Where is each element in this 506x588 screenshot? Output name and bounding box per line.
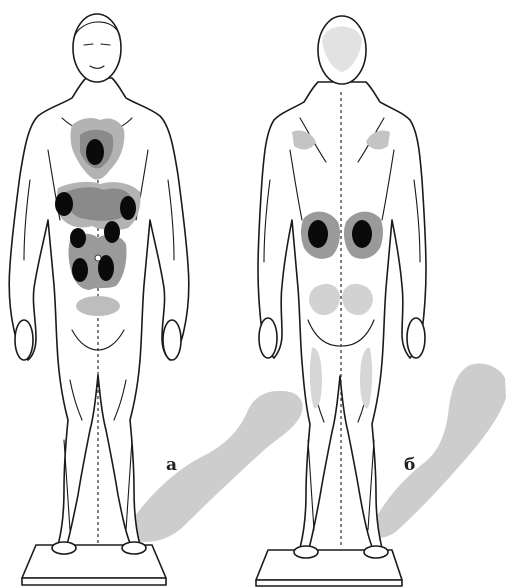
front-left-hand xyxy=(15,320,33,360)
front-navel xyxy=(95,255,101,261)
front-intestine-spot-ur xyxy=(104,221,120,243)
front-left-foot xyxy=(52,542,76,554)
front-head xyxy=(73,14,121,82)
back-right-foot xyxy=(364,546,388,558)
front-figure-shadow xyxy=(132,391,303,542)
front-intestine-spot-ll xyxy=(72,258,88,282)
panel-label-front: а xyxy=(166,455,177,475)
back-kidney-spot-right xyxy=(352,220,372,248)
panel-label-back: б xyxy=(404,455,415,475)
front-right-hand xyxy=(163,320,181,360)
front-pelvis-zone xyxy=(76,296,120,316)
back-body-outline xyxy=(258,82,426,552)
back-left-hand xyxy=(259,318,277,358)
back-figure-shadow xyxy=(372,363,506,537)
front-stomach-spot xyxy=(120,196,136,220)
back-right-hand xyxy=(407,318,425,358)
front-right-foot xyxy=(122,542,146,554)
back-kidney-spot-left xyxy=(308,220,328,248)
front-liver-spot xyxy=(55,192,73,216)
front-heart-spot xyxy=(86,139,104,165)
front-intestine-spot-ul xyxy=(70,228,86,248)
back-left-foot xyxy=(294,546,318,558)
